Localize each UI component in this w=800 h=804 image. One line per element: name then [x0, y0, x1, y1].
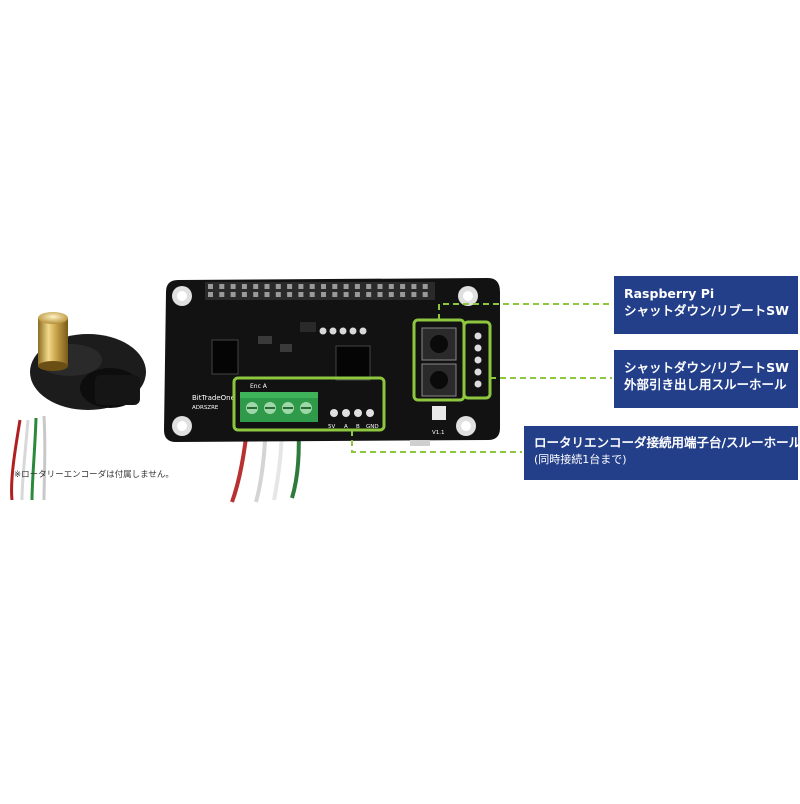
- gpio-pin: [332, 292, 338, 297]
- leader-lines: [351, 303, 612, 453]
- gpio-pin: [377, 284, 383, 289]
- gpio-pin: [219, 284, 225, 289]
- gpio-pin: [400, 292, 406, 297]
- gpio-pin: [422, 284, 428, 289]
- gpio-pin: [241, 284, 247, 289]
- gpio-pin: [287, 284, 293, 289]
- gpio-pin: [298, 292, 304, 297]
- callout-2-line-1: シャットダウン/リブートSW: [624, 360, 789, 375]
- callout-shutdown-switch: Raspberry Pi シャットダウン/リブートSW: [614, 276, 798, 334]
- gpio-pin: [253, 284, 259, 289]
- gpio-pin: [264, 284, 270, 289]
- board-logo: BitTradeOne: [192, 394, 235, 402]
- gpio-header: [208, 284, 428, 297]
- highlight-boxes: [232, 318, 492, 432]
- callout-3-sub: (同時接続1台まで): [534, 453, 627, 466]
- through-holes: [330, 409, 374, 417]
- callout-3-line-1: ロータリエンコーダ接続用端子台/スルーホール: [534, 435, 800, 450]
- gpio-pin: [253, 292, 259, 297]
- terminal-highlight: [232, 376, 386, 432]
- callout-1-line-2: シャットダウン/リブートSW: [624, 303, 789, 318]
- callout-2-line-2: 外部引き出し用スルーホール: [624, 377, 787, 392]
- gpio-pin: [208, 284, 213, 289]
- gpio-pin: [366, 284, 372, 289]
- switch-through-holes: [474, 332, 482, 388]
- gpio-pin: [377, 292, 383, 297]
- gpio-pin: [411, 292, 417, 297]
- gpio-pin: [354, 292, 360, 297]
- gpio-pin: [332, 284, 338, 289]
- gpio-pin: [321, 292, 326, 297]
- gpio-pin: [400, 284, 406, 289]
- tactile-switches: [421, 327, 457, 397]
- holes-highlight: [462, 320, 492, 400]
- callout-external-holes: シャットダウン/リブートSW 外部引き出し用スルーホール: [614, 350, 798, 408]
- gpio-pin: [230, 284, 236, 289]
- pin-label-a: A: [344, 424, 348, 430]
- rotary-encoder: [10, 312, 146, 501]
- gpio-pin: [422, 292, 428, 297]
- pin-label-5v: 5V: [328, 424, 335, 430]
- gpio-pin: [343, 292, 349, 297]
- gpio-pin: [275, 292, 281, 297]
- gpio-pin: [388, 292, 394, 297]
- not-included-note: ※ロータリーエンコーダは付属しません。: [14, 470, 174, 480]
- gpio-pin: [309, 292, 315, 297]
- pin-label-gnd: GND: [366, 424, 379, 430]
- gpio-pin: [366, 292, 372, 297]
- gpio-pin: [298, 284, 304, 289]
- gpio-pin: [230, 292, 236, 297]
- callout-encoder-terminal: ロータリエンコーダ接続用端子台/スルーホール (同時接続1台まで): [524, 426, 800, 480]
- gpio-pin: [264, 292, 270, 297]
- pin-label-b: B: [356, 424, 360, 430]
- gpio-pin: [354, 284, 360, 289]
- terminal-label: Enc A: [250, 383, 268, 390]
- terminal-block: [240, 392, 318, 422]
- gpio-pin: [287, 292, 293, 297]
- board-version: V1.1: [432, 430, 445, 436]
- pcb-board: BitTradeOne ADRSZRE Enc A V1.1 5V A B GN…: [164, 278, 500, 446]
- gpio-pin: [388, 284, 394, 289]
- gpio-pin: [411, 284, 417, 289]
- gpio-pin: [241, 292, 247, 297]
- gpio-pin: [208, 292, 213, 297]
- gpio-pin: [219, 292, 225, 297]
- gpio-pin: [321, 284, 326, 289]
- callout-1-line-1: Raspberry Pi: [624, 286, 715, 301]
- gpio-pin: [309, 284, 315, 289]
- gpio-pin: [275, 284, 281, 289]
- board-model: ADRSZRE: [192, 405, 219, 411]
- gpio-pin: [343, 284, 349, 289]
